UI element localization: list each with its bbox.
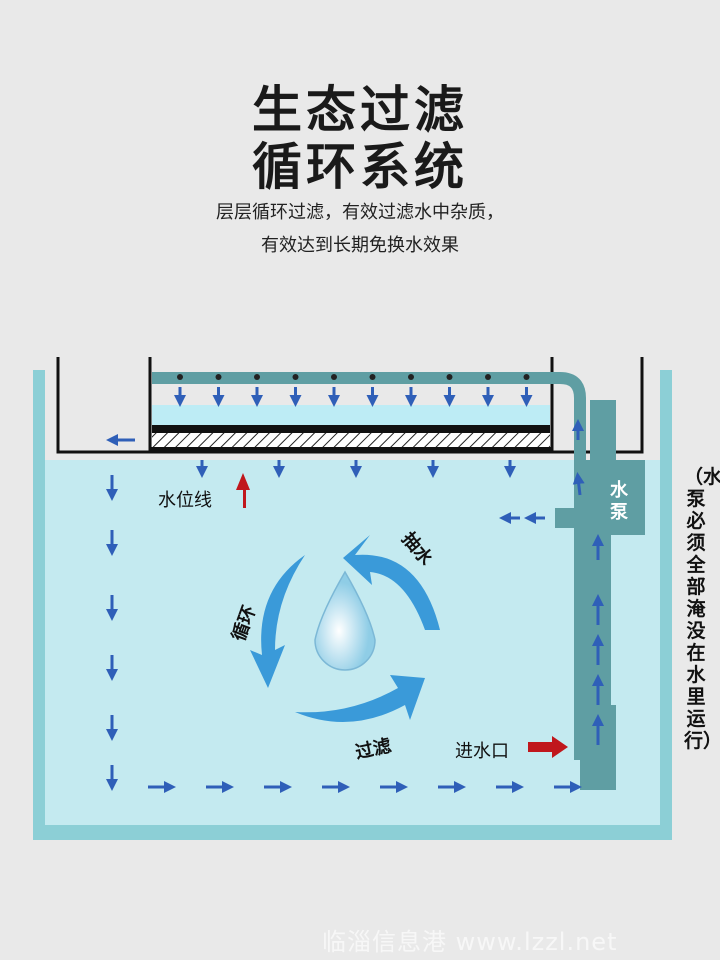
tank-right-wall xyxy=(660,370,672,840)
pipe-hole xyxy=(523,374,530,380)
pipe xyxy=(152,372,586,760)
inlet-label: 进水口 xyxy=(455,741,509,762)
inlet-arrow xyxy=(528,736,568,758)
tank-bottom xyxy=(33,825,672,840)
filter-base xyxy=(150,447,552,453)
watermark: 临淄信息港 www.lzzl.net xyxy=(322,928,618,956)
pipe-hole xyxy=(177,374,183,380)
flow-arrow xyxy=(572,472,585,496)
pipe-hole xyxy=(254,374,260,380)
cycle-arrow-pump xyxy=(343,535,440,630)
subtitle-line2: 有效达到长期免换水效果 xyxy=(261,235,459,256)
pump xyxy=(555,400,645,790)
pipe-hole xyxy=(292,374,299,380)
water-line-label: 水位线 xyxy=(158,490,212,511)
filter-water xyxy=(152,405,550,425)
pipe-hole xyxy=(446,374,453,380)
water-drop-icon xyxy=(314,570,376,671)
filter-sponge xyxy=(152,425,550,433)
cycle-arrow-circulate xyxy=(250,555,305,688)
pump-label-line1: 水 xyxy=(610,480,628,501)
pipe-hole xyxy=(331,374,337,380)
tank-left-wall xyxy=(33,370,45,840)
pump-label: 水泵 xyxy=(610,480,628,524)
flow-arrows xyxy=(106,387,604,793)
cycle-arrow-filter xyxy=(295,675,425,722)
pipe-holes xyxy=(177,374,530,380)
pipe-hole xyxy=(408,374,414,380)
pipe-hole xyxy=(485,374,491,380)
pipe-hole xyxy=(369,374,376,380)
title-line2: 循环系统 xyxy=(252,138,468,196)
filter-media xyxy=(152,433,550,447)
pipe-hole xyxy=(215,374,222,380)
subtitle-line1: 层层循环过滤，有效过滤水中杂质， xyxy=(216,202,504,223)
pump-note: （水泵必须全部淹没在水里运行） xyxy=(684,466,720,752)
title-line1: 生态过滤 xyxy=(252,81,468,139)
pump-label-line2: 泵 xyxy=(610,502,628,523)
water-line-arrow xyxy=(236,473,250,508)
